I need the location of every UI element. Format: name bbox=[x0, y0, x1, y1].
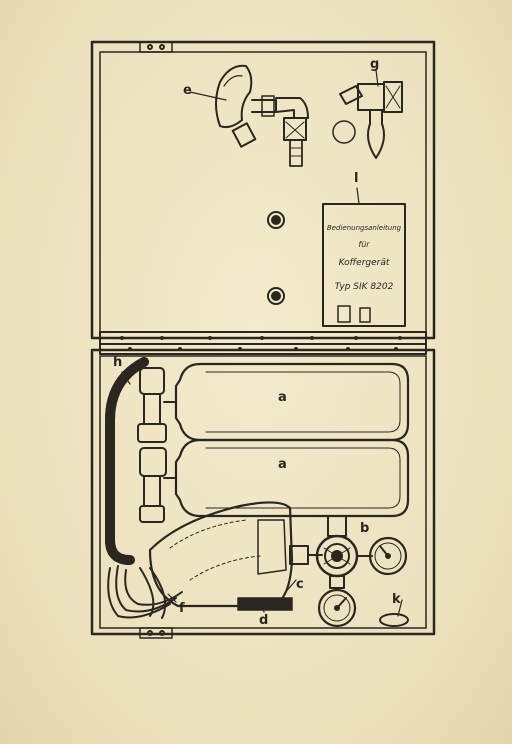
part-k-clip bbox=[379, 599, 409, 627]
case-lid bbox=[90, 40, 436, 340]
lid-screw-upper bbox=[267, 211, 285, 229]
lid-screw-lower bbox=[267, 287, 285, 305]
plate-line-2: für bbox=[358, 240, 370, 249]
plate-line-3: Koffergerät bbox=[338, 258, 390, 268]
part-l-instruction-plate bbox=[322, 187, 406, 327]
part-e-valve bbox=[189, 64, 309, 167]
part-g-connector bbox=[339, 69, 403, 159]
plate-line-4: Typ SIK 8202 bbox=[334, 282, 394, 292]
label-e: e bbox=[183, 83, 192, 98]
cylinder-valves bbox=[137, 367, 177, 523]
label-b: b bbox=[360, 521, 370, 536]
cylinder-upper bbox=[174, 362, 410, 442]
label-d: d bbox=[259, 613, 269, 628]
leader-lines bbox=[167, 579, 297, 613]
gauge-right bbox=[368, 536, 408, 576]
gauge-lower bbox=[317, 588, 357, 628]
lid-latch bbox=[139, 41, 173, 53]
label-a-upper: a bbox=[278, 390, 287, 405]
part-c-mask bbox=[148, 501, 323, 608]
label-k: k bbox=[392, 592, 401, 607]
label-c: c bbox=[296, 577, 304, 592]
cylinder-lower bbox=[174, 438, 410, 518]
body-latch bbox=[139, 627, 173, 639]
label-h: h bbox=[113, 355, 123, 370]
part-d-mask-base bbox=[237, 597, 293, 611]
case-body bbox=[90, 348, 436, 639]
label-l: l bbox=[354, 171, 359, 186]
round-holder bbox=[332, 120, 356, 144]
part-h-breathing-hose bbox=[105, 357, 149, 565]
label-g: g bbox=[370, 57, 380, 72]
label-a-lower: a bbox=[278, 457, 287, 472]
label-f: f bbox=[179, 601, 185, 616]
part-b-regulator bbox=[315, 515, 373, 589]
part-f-straps bbox=[107, 565, 183, 619]
plate-line-1: Bedienungsanleitung bbox=[326, 224, 402, 232]
